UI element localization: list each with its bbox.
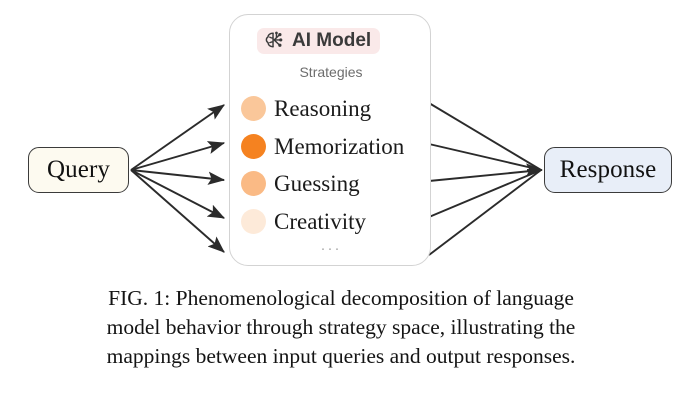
strategy-item-memorization: Memorization [230, 128, 432, 166]
query-node: Query [28, 147, 129, 193]
ai-model-badge-label: AI Model [292, 30, 372, 51]
response-node: Response [544, 147, 672, 193]
query-to-strategy-arrows [130, 104, 226, 253]
strategy-list-ellipsis: ··· [320, 240, 342, 257]
strategy-label: Reasoning [274, 96, 372, 122]
response-node-label: Response [559, 156, 657, 183]
caption-line-3: mappings between input queries and outpu… [106, 344, 576, 368]
query-node-label: Query [47, 156, 110, 183]
strategy-to-response-arrows [428, 102, 544, 256]
brain-network-icon [265, 31, 286, 50]
strategy-item-guessing: Guessing [230, 165, 432, 203]
caption-line-2: model behavior through strategy space, i… [106, 315, 576, 339]
strategy-label: Memorization [274, 133, 405, 159]
strategy-dot-icon [241, 96, 266, 122]
strategy-item-creativity: Creativity [230, 203, 432, 241]
strategy-label: Guessing [274, 171, 360, 197]
strategies-subtitle: Strategies [299, 64, 363, 80]
ai-model-panel: AI Model Strategies Reasoning Memorizati… [229, 14, 431, 266]
strategy-list: Reasoning Memorization Guessing Creativi… [230, 90, 432, 240]
strategy-item-reasoning: Reasoning [230, 90, 432, 128]
strategy-dot-icon [241, 133, 266, 159]
strategy-label: Creativity [274, 208, 366, 234]
strategy-dot-icon [241, 171, 266, 197]
figure-caption: FIG. 1: Phenomenological decomposition o… [0, 284, 682, 371]
caption-line-1: FIG. 1: Phenomenological decomposition o… [108, 286, 574, 310]
ai-model-badge: AI Model [257, 28, 381, 54]
strategy-dot-icon [241, 208, 266, 234]
